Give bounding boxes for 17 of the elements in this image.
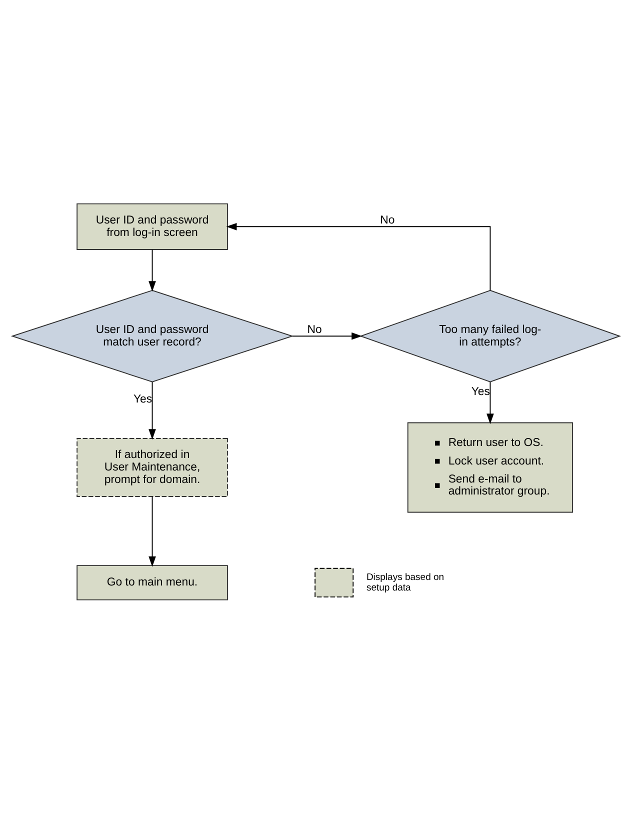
node-diamond: Too many failed log-in attempts? xyxy=(359,290,622,382)
edge-label: No xyxy=(307,324,322,336)
node-box: Return user to OS. Lock user account. Send e-mail to administrator group. xyxy=(407,422,574,513)
node-box: User ID and password from log-in screen xyxy=(76,203,228,250)
arrow xyxy=(226,222,491,291)
node-box: If authorized in User Maintenance, prompt for domain. xyxy=(76,438,228,497)
arrow xyxy=(292,332,362,340)
arrow xyxy=(148,382,156,440)
node-diamond: User ID and password match user record? xyxy=(10,290,294,382)
edge-label: No xyxy=(380,214,395,226)
edge-label: Yes xyxy=(471,386,490,398)
arrow xyxy=(486,382,494,424)
arrow xyxy=(148,249,156,292)
node-box: Go to main menu. xyxy=(76,565,228,600)
edge-label: Yes xyxy=(133,394,152,406)
arrow xyxy=(148,496,156,567)
legend-label: Displays based on setup data xyxy=(366,572,444,594)
